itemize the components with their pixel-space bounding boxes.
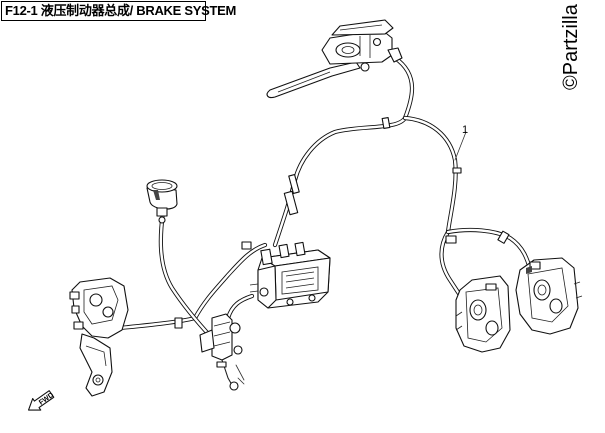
page-title: F12-1 液压制动器总成/ BRAKE SYSTEM: [1, 1, 236, 21]
brake-lines: [117, 55, 535, 341]
forward-arrow-icon: FWD: [27, 390, 55, 411]
callout-number: 1: [462, 124, 468, 136]
forward-arrow-label: FWD: [38, 392, 55, 407]
right-caliper-rear: [515, 257, 583, 335]
watermark-text: ©Partzilla: [560, 4, 582, 90]
abs-modulator-unit: [249, 241, 331, 309]
front-master-cylinder: [266, 19, 403, 99]
left-caliper: [69, 277, 129, 397]
callout-1: 1: [454, 124, 468, 161]
rear-master-cylinder: [199, 313, 245, 391]
rear-reservoir: [146, 179, 178, 224]
right-caliper-front: [455, 275, 511, 353]
